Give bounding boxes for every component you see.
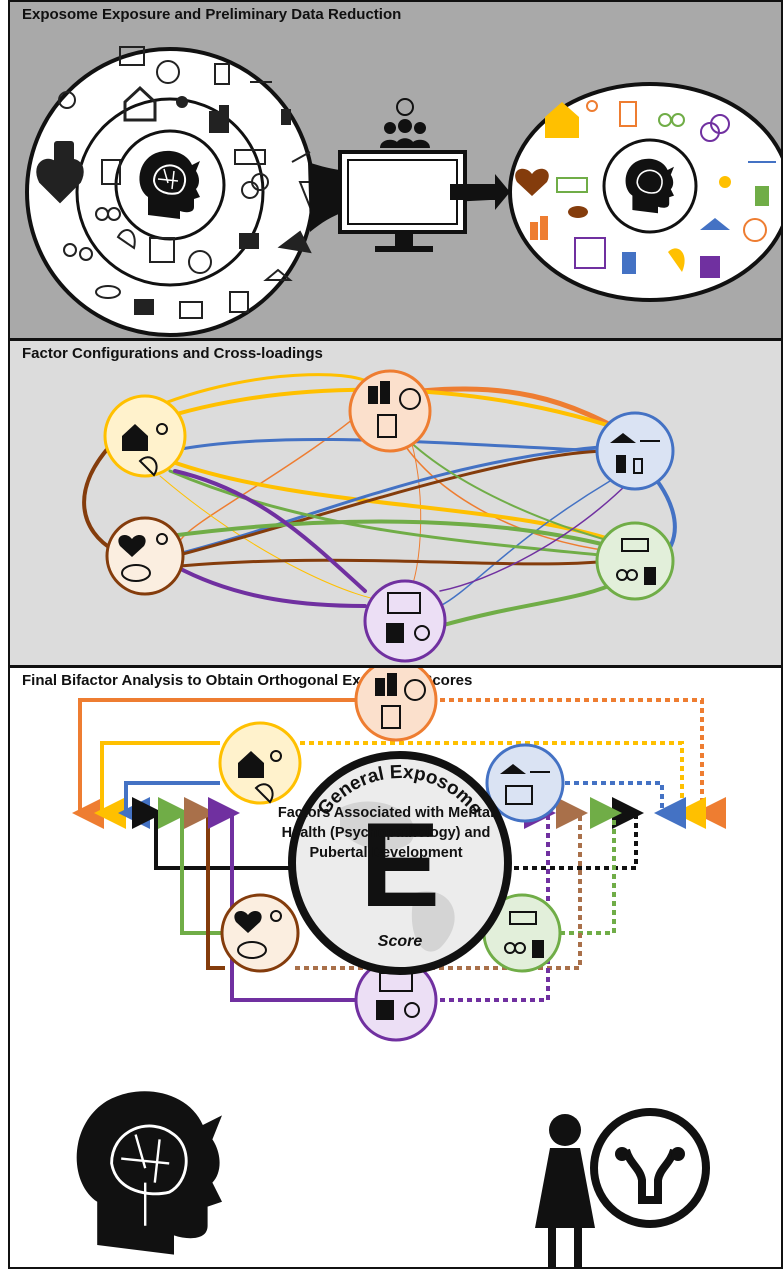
cross-loadings-diagram xyxy=(82,369,677,663)
podium-icon xyxy=(281,109,291,125)
factor-node-household xyxy=(218,721,302,805)
buildings-icon xyxy=(530,222,538,240)
religion-icon xyxy=(58,91,76,109)
factor-node-school-law xyxy=(485,743,565,823)
people-icon xyxy=(574,237,606,269)
heart-pulse-icon xyxy=(36,158,84,204)
outcome-description: Factors Associated with Mental Health (P… xyxy=(277,805,495,861)
trash-icon xyxy=(101,159,121,185)
general-exposome-letter: E xyxy=(360,798,440,932)
factor-node-neighborhood xyxy=(348,369,432,453)
bacteria-icon xyxy=(568,206,588,218)
family-icon xyxy=(719,176,731,188)
factor-node-school-law xyxy=(595,411,675,491)
podium-icon xyxy=(622,252,636,274)
backpack-icon xyxy=(229,291,249,313)
family-icon xyxy=(63,243,77,257)
panel-title: Exposome Exposure and Preliminary Data R… xyxy=(22,6,402,23)
panel-exposome-reduction: Exposome Exposure and Preliminary Data R… xyxy=(8,0,783,340)
clapping-icon xyxy=(116,229,136,250)
panel-factor-configurations: Factor Configurations and Cross-loadings xyxy=(8,339,783,667)
factor-node-economic xyxy=(595,521,675,601)
house-heart-icon xyxy=(545,102,579,138)
tree-icon xyxy=(743,218,767,242)
factor-node-household xyxy=(103,394,187,478)
tree-icon xyxy=(188,250,212,274)
group-idea-icon xyxy=(380,98,430,148)
panel-bifactor-analysis: Final Bifactor Analysis to Obtain Orthog… xyxy=(8,666,783,1269)
buildings-icon xyxy=(209,111,219,133)
uterus-icon xyxy=(590,1108,710,1228)
disaster-icon xyxy=(277,230,312,254)
no-smoking-icon xyxy=(156,60,180,84)
general-exposome-node: General Exposome E Score xyxy=(288,751,512,975)
bacteria-icon xyxy=(95,285,121,299)
factor-node-prenatal xyxy=(105,516,185,596)
general-exposome-score-label: Score xyxy=(378,933,423,950)
beer-icon xyxy=(755,186,769,206)
cigarette-icon xyxy=(291,151,311,163)
people-icon xyxy=(149,237,175,263)
factor-node-peer-gender xyxy=(354,958,438,1042)
factor-node-neighborhood xyxy=(354,668,438,742)
money-icon xyxy=(234,149,266,165)
monitor-icon xyxy=(338,150,467,252)
food-icon xyxy=(134,299,154,315)
bank-icon xyxy=(700,218,730,230)
loading-arrows-left xyxy=(72,698,355,1002)
heart-pulse-icon xyxy=(515,168,549,196)
brain-head-icon xyxy=(625,158,674,214)
reduction-diagram xyxy=(25,46,781,337)
pregnant-icon xyxy=(586,100,598,112)
factor-node-prenatal xyxy=(220,893,300,973)
pregnant-icon xyxy=(176,96,188,108)
trash-icon xyxy=(619,101,637,127)
factor-node-peer-gender xyxy=(363,579,447,663)
bank-icon xyxy=(263,268,293,281)
clapping-icon xyxy=(668,248,685,272)
house-heart-icon xyxy=(123,85,157,122)
bifactor-diagram: General Exposome E Score xyxy=(72,668,726,1267)
woman-icon xyxy=(535,1114,595,1267)
beer-icon xyxy=(214,63,230,85)
panel-title: Factor Configurations and Cross-loadings xyxy=(22,345,323,362)
school-icon xyxy=(179,301,203,319)
brain-head-icon xyxy=(76,1091,223,1255)
gun-icon xyxy=(239,233,259,249)
money-icon xyxy=(556,177,588,193)
cross-loading-lines xyxy=(82,373,677,628)
phone-icon xyxy=(700,256,720,278)
briefcase-icon xyxy=(119,46,145,66)
brain-head-icon xyxy=(139,150,200,220)
